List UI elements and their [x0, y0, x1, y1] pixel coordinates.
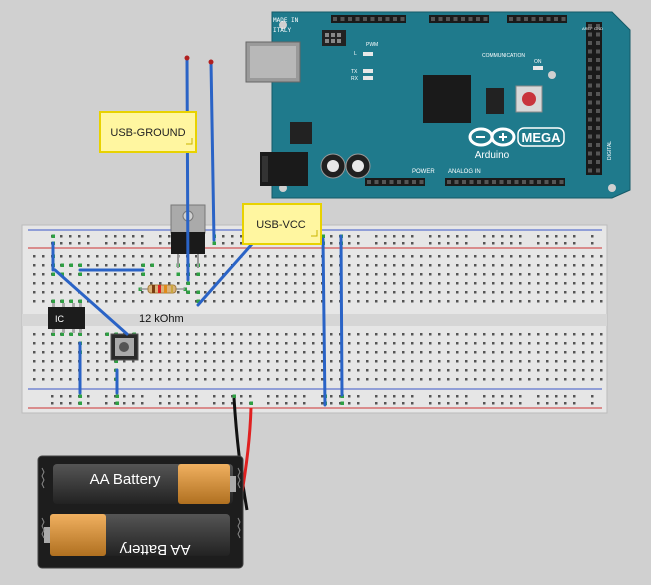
- on-led-label: ON: [534, 59, 542, 65]
- resistor: [140, 284, 185, 294]
- ic-label: IC: [55, 314, 65, 324]
- push-button: [110, 333, 139, 361]
- resistor-value-label: 12 kOhm: [139, 313, 184, 325]
- wire-left-diagonal: [53, 268, 129, 336]
- battery-top-label: AA Battery: [90, 471, 161, 488]
- tx-label: TX: [351, 69, 358, 75]
- aa-battery-top: AA Battery: [53, 464, 236, 504]
- wire-usb-ground: [185, 56, 190, 282]
- arduino-logo-icon: [468, 127, 516, 147]
- breadboard: [21, 224, 608, 414]
- microcontroller-chip: [423, 75, 471, 123]
- pwm-label: PWM: [366, 42, 378, 48]
- board-model-label: MEGA: [522, 130, 562, 145]
- usb-ground-callout: USB-GROUND: [99, 111, 197, 153]
- board-brand-label: Arduino: [475, 150, 510, 161]
- made-in-label: MADE IN: [273, 17, 299, 24]
- power-label: POWER: [412, 169, 435, 175]
- battery-pack: AA Battery AA Battery: [37, 455, 244, 569]
- usb-vcc-label: USB-VCC: [256, 219, 306, 231]
- wire-vcc-diagonal: [196, 242, 254, 307]
- wire-usb-vcc: [209, 60, 216, 242]
- battery-black-lead: [232, 397, 249, 511]
- wire-rail-2: [339, 234, 344, 397]
- aref-label: AREF: [582, 26, 593, 31]
- rx-label: RX: [351, 76, 359, 82]
- ic-chip: IC: [48, 303, 85, 333]
- aa-battery-bottom: AA Battery: [44, 514, 230, 558]
- gnd-label: GND: [594, 26, 603, 31]
- jumper-wires: [51, 56, 344, 407]
- wire-rail-1: [321, 237, 327, 407]
- analog-in-label: ANALOG IN: [448, 169, 481, 175]
- italy-label: ITALY: [273, 27, 291, 34]
- communication-label: COMMUNICATION: [482, 53, 525, 59]
- usb-ground-label: USB-GROUND: [110, 127, 185, 139]
- l-led-label: L: [354, 51, 357, 57]
- battery-bottom-label: AA Battery: [119, 541, 190, 558]
- arduino-mega-board: MEGA Arduino MADE IN ITALY PWM COMMUNICA…: [245, 11, 631, 199]
- usb-vcc-callout: USB-VCC: [242, 203, 322, 245]
- digital-label: DIGITAL: [607, 141, 613, 160]
